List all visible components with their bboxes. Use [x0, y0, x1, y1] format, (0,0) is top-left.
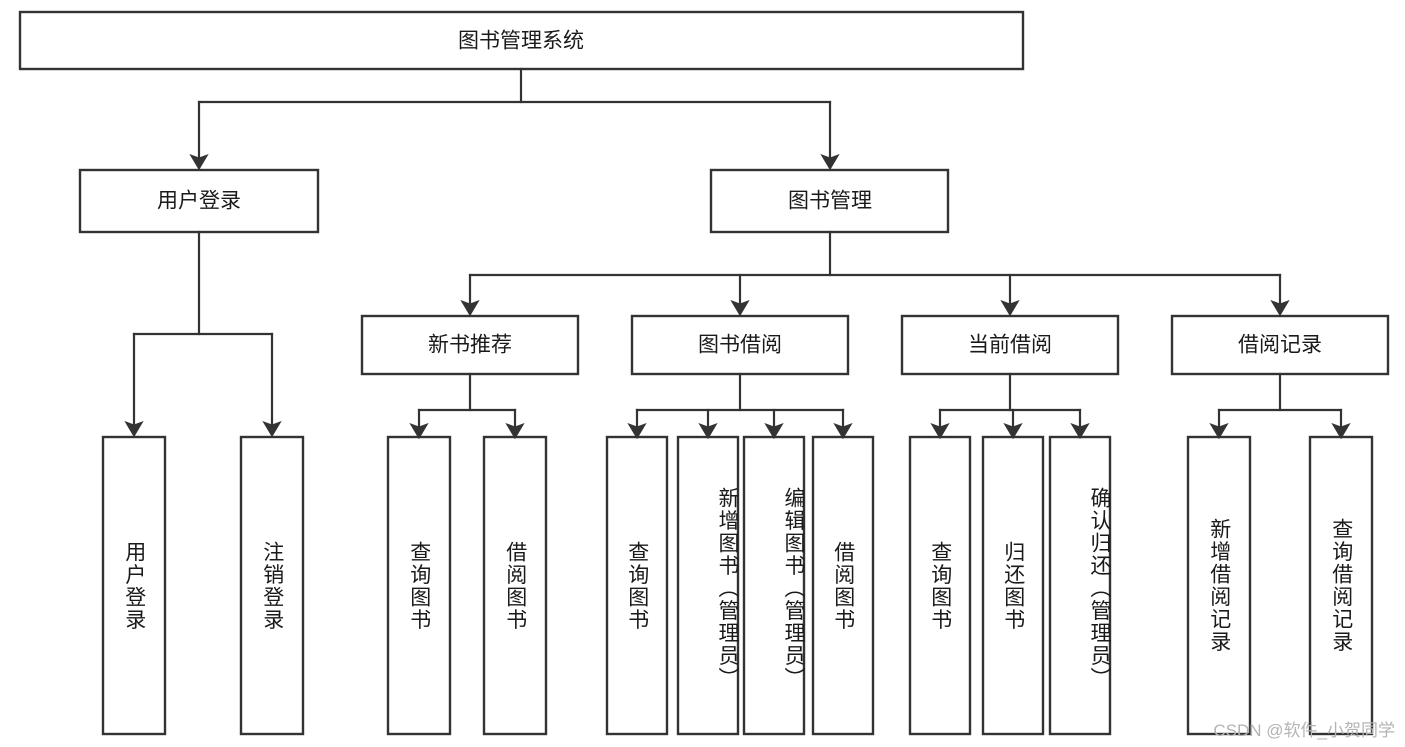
leaf-box-book-borrow-2[interactable]: [742, 435, 806, 736]
node-new-book-recommend-label: 新书推荐: [428, 334, 512, 357]
leaf-box-current-borrow-2[interactable]: [1048, 435, 1112, 736]
leaf-box-new-book-0[interactable]: [386, 435, 452, 736]
node-current-borrow-box[interactable]: [900, 314, 1120, 376]
node-new-book-recommend-box[interactable]: [360, 314, 580, 376]
node-user-login-box[interactable]: [78, 168, 320, 234]
node-root-label: 图书管理系统: [458, 30, 584, 53]
leaf-box-borrow-record-0[interactable]: [1186, 435, 1252, 736]
leaf-box-borrow-record-1[interactable]: [1308, 435, 1374, 736]
node-book-borrow-label: 图书借阅: [698, 334, 782, 357]
leaf-box-book-borrow-1[interactable]: [676, 435, 740, 736]
leaf-box-current-borrow-0[interactable]: [908, 435, 972, 736]
leaf-box-new-book-1[interactable]: [482, 435, 548, 736]
node-book-management-label: 图书管理: [788, 190, 872, 213]
node-root-box[interactable]: [18, 10, 1025, 71]
leaf-box-current-borrow-1[interactable]: [981, 435, 1045, 736]
leaf-box-user-login-1[interactable]: [239, 435, 305, 736]
node-borrow-record-label: 借阅记录: [1238, 334, 1322, 357]
leaf-box-book-borrow-3[interactable]: [811, 435, 875, 736]
watermark-text: CSDN @软件_小贺同学: [1213, 721, 1395, 740]
leaf-box-user-login-0[interactable]: [101, 435, 167, 736]
leaf-box-book-borrow-0[interactable]: [605, 435, 669, 736]
node-current-borrow-label: 当前借阅: [968, 334, 1052, 357]
node-user-login-label: 用户登录: [157, 190, 241, 213]
